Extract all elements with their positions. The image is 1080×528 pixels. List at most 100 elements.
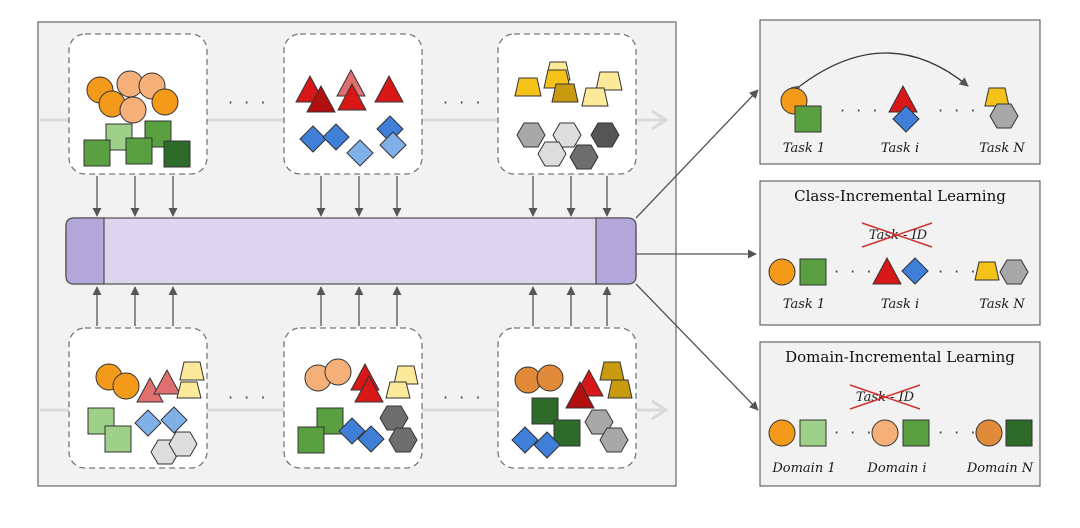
panel-ellipsis: · · · <box>834 262 874 281</box>
yellow-trapezoid <box>984 87 1010 107</box>
top-task-box-3 <box>497 33 637 175</box>
task-label-1: Task 1 <box>783 141 825 156</box>
gray-hexagon <box>599 427 629 453</box>
down-arrows <box>92 176 612 217</box>
yellow-trapezoid <box>974 261 1000 281</box>
gray-hexagon <box>168 431 198 457</box>
orange-circle <box>871 419 899 447</box>
green-square <box>553 419 581 447</box>
orange-circle <box>112 372 140 400</box>
domain-incremental-title: Domain-Incremental Learning <box>785 348 1015 366</box>
yellow-trapezoid <box>607 379 633 399</box>
top-box-1-shapes <box>83 70 191 168</box>
green-square <box>163 140 191 168</box>
top-box-3-shapes <box>514 61 623 170</box>
domain-incremental-panel: Domain-Incremental Learning Task - ID · … <box>759 341 1041 487</box>
domain-label-1: Domain 1 <box>771 461 835 476</box>
red-triangle <box>354 374 384 403</box>
panel-ellipsis: · · · <box>938 423 978 442</box>
red-triangle <box>374 74 404 103</box>
task-label-1: Task 1 <box>783 297 825 312</box>
top-ellipsis-1: · · · <box>228 93 268 112</box>
yellow-trapezoid <box>393 365 419 385</box>
class-incremental-panel: Class-Incremental Learning Task - ID · ·… <box>759 180 1041 326</box>
cross-mark <box>849 384 921 410</box>
orange-circle <box>975 419 1003 447</box>
task-label-n: Task N <box>979 141 1025 156</box>
green-square <box>125 137 153 165</box>
yellow-trapezoid <box>599 361 625 381</box>
gray-hexagon <box>388 427 418 453</box>
blue-diamond <box>346 139 374 167</box>
blue-diamond <box>901 257 929 285</box>
green-square <box>794 105 822 133</box>
panel-ellipsis: · · · <box>938 101 978 120</box>
panel-ellipsis: · · · <box>938 262 978 281</box>
bottom-box-1-shapes <box>87 361 205 465</box>
green-square <box>104 425 132 453</box>
task-label-i: Task i <box>881 141 919 156</box>
yellow-trapezoid <box>514 77 542 97</box>
green-square <box>799 419 827 447</box>
yellow-trapezoid <box>179 361 205 381</box>
green-square <box>902 419 930 447</box>
class-incremental-title: Class-Incremental Learning <box>794 187 1006 205</box>
yellow-trapezoid <box>595 71 623 91</box>
blue-diamond <box>322 123 350 151</box>
task-label-n: Task N <box>979 297 1025 312</box>
cross-mark <box>861 222 933 248</box>
task-incremental-panel: · · · · · · Task 1 Task i Task N <box>759 19 1041 165</box>
gray-hexagon <box>989 103 1019 129</box>
green-square <box>83 139 111 167</box>
yellow-trapezoid <box>176 381 202 399</box>
up-arrows <box>92 286 612 326</box>
bottom-ellipsis-2: · · · <box>443 388 483 407</box>
blue-diamond <box>892 105 920 133</box>
gray-hexagon <box>590 122 620 148</box>
domain-label-n: Domain N <box>966 461 1034 476</box>
blue-diamond <box>357 425 385 453</box>
orange-circle <box>324 358 352 386</box>
orange-circle <box>151 88 179 116</box>
blue-diamond <box>379 131 407 159</box>
gray-hexagon <box>569 144 599 170</box>
top-box-2-shapes <box>295 68 407 167</box>
red-triangle <box>565 380 595 409</box>
blue-diamond <box>338 417 366 445</box>
bottom-ellipsis-1: · · · <box>228 388 268 407</box>
green-square <box>297 426 325 454</box>
panel-ellipsis: · · · <box>834 423 874 442</box>
gray-hexagon <box>516 122 546 148</box>
task-label-i: Task i <box>881 297 919 312</box>
bottom-box-2-shapes <box>297 358 419 454</box>
blue-diamond <box>533 431 561 459</box>
gray-hexagon <box>999 259 1029 285</box>
red-triangle <box>872 256 902 285</box>
panel-connector-arrows <box>635 89 759 411</box>
gray-hexagon <box>552 122 582 148</box>
bottom-box-3-shapes <box>511 361 633 459</box>
top-ellipsis-2: · · · <box>443 93 483 112</box>
orange-circle <box>768 419 796 447</box>
domain-label-i: Domain i <box>866 461 926 476</box>
red-triangle <box>306 84 336 113</box>
red-triangle <box>153 368 181 395</box>
red-triangle <box>337 82 367 111</box>
yellow-trapezoid <box>385 381 411 399</box>
blue-diamond <box>134 409 162 437</box>
blue-diamond <box>160 406 188 434</box>
gray-hexagon <box>537 141 567 167</box>
orange-circle <box>536 364 564 392</box>
blue-diamond <box>511 426 539 454</box>
green-square <box>799 258 827 286</box>
orange-circle <box>768 258 796 286</box>
model-bar <box>65 217 637 285</box>
panel-ellipsis: · · · <box>840 101 880 120</box>
blue-diamond <box>299 125 327 153</box>
yellow-trapezoid <box>551 83 579 103</box>
orange-circle <box>119 96 147 124</box>
yellow-trapezoid <box>581 87 609 107</box>
task-curve-arrow <box>790 52 969 95</box>
green-square <box>1005 419 1033 447</box>
